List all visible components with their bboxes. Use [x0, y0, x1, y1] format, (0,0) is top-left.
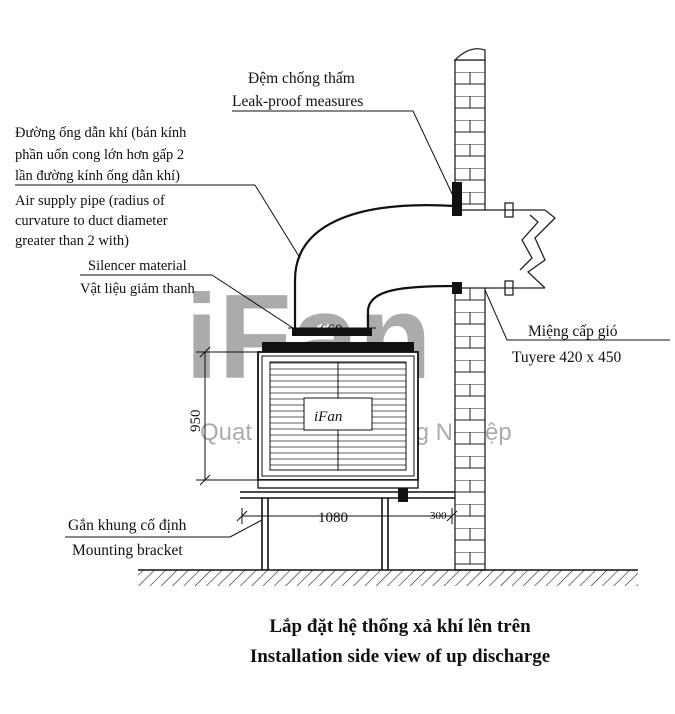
air-pipe-en-3: greater than 2 with) [15, 233, 129, 249]
unit-logo: iFan [314, 409, 342, 425]
leak-proof-en: Leak-proof measures [232, 93, 363, 110]
label-tuyere: Miệng cấp gió Tuyere 420 x 450 [512, 323, 621, 366]
air-pipe-vi-3: lần đường kính ống dẫn khí) [15, 168, 180, 184]
caption-vi: Lắp đặt hệ thống xả khí lên trên [269, 616, 531, 637]
label-silencer: Silencer material Vật liệu giảm thanh [80, 258, 196, 297]
dimension-unit-height: 950 [188, 410, 204, 433]
dimension-duct-width: 660 [320, 322, 343, 338]
mounting-bracket [240, 491, 455, 570]
air-pipe-vi-1: Đường ống dẫn khí (bán kính [15, 125, 187, 141]
caption-en: Installation side view of up discharge [250, 646, 550, 667]
air-supply-duct [293, 204, 456, 330]
ground [138, 569, 638, 586]
label-leak-proof: Đệm chống thấm Leak-proof measures [232, 70, 363, 110]
tuyere-opening [485, 202, 556, 296]
dimension-bracket-length: 1080 [318, 510, 348, 526]
bracket-en: Mounting bracket [72, 542, 183, 559]
air-pipe-en-2: curvature to duct diameter [15, 213, 168, 229]
leader-lines [15, 110, 670, 538]
leak-proof-gasket [452, 182, 462, 294]
silencer-en: Silencer material [88, 258, 187, 274]
dimension-lines [196, 322, 458, 524]
duct-flange [262, 328, 414, 352]
air-pipe-vi-2: phần uốn cong lớn hơn gấp 2 [15, 147, 184, 163]
label-air-supply-pipe: Đường ống dẫn khí (bán kính phần uốn con… [15, 125, 187, 249]
silencer-vi: Vật liệu giảm thanh [80, 281, 196, 297]
tuyere-vi: Miệng cấp gió [528, 323, 618, 340]
label-mounting-bracket: Gắn khung cố định Mounting bracket [68, 517, 187, 559]
caption: Lắp đặt hệ thống xả khí lên trên Install… [250, 616, 550, 667]
tuyere-en: Tuyere 420 x 450 [512, 349, 621, 366]
air-cooler-unit: iFan [257, 351, 419, 502]
leak-proof-vi: Đệm chống thấm [248, 70, 355, 87]
brick-wall [453, 48, 486, 571]
dimension-wall-offset: 300 [430, 510, 447, 522]
air-pipe-en-1: Air supply pipe (radius of [15, 193, 165, 209]
bracket-vi: Gắn khung cố định [68, 517, 187, 534]
